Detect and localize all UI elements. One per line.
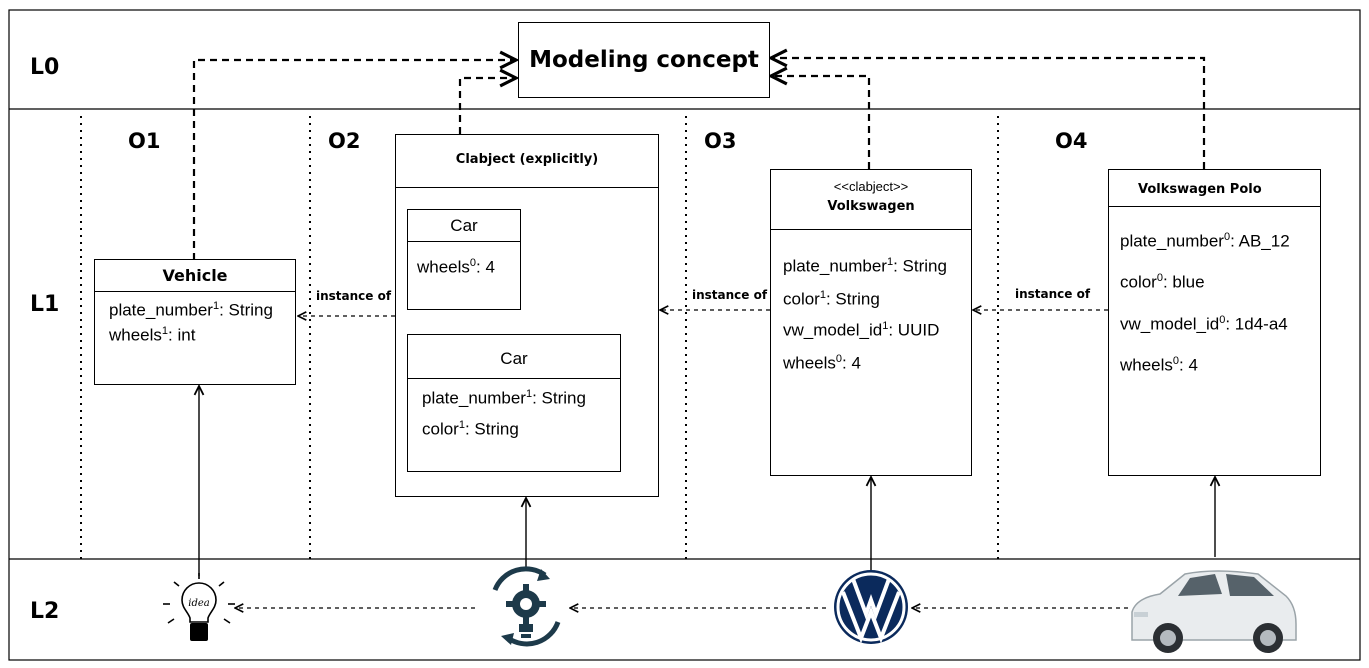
- car-class-box: Car plate_number1: String color1: String: [407, 334, 621, 472]
- volkswagen-attr: plate_number1: String: [783, 256, 947, 276]
- vehicle-title: Vehicle: [95, 260, 295, 292]
- vehicle-attr: wheels1: int: [109, 325, 196, 345]
- volkswagen-polo-box: Volkswagen Polo plate_number0: AB_12 col…: [1108, 169, 1321, 476]
- instance-of-label: instance of: [316, 289, 392, 303]
- column-label-o1: O1: [128, 129, 161, 153]
- polo-attr: color0: blue: [1120, 272, 1205, 292]
- volkswagen-attr: wheels0: 4: [783, 353, 861, 373]
- car-class-attr: color1: String: [422, 419, 519, 439]
- volkswagen-to-concept-link: [771, 76, 871, 169]
- volkswagen-clabject-box: <<clabject>> Volkswagen plate_number1: S…: [770, 169, 972, 476]
- gear-cycle-icon: [492, 566, 561, 647]
- vehicle-to-concept-link: [192, 60, 516, 260]
- vehicle-attr: plate_number1: String: [109, 300, 273, 320]
- instance-of-label: instance of: [1015, 287, 1091, 301]
- clabject-explicit-title: Clabject (explicitly): [396, 135, 658, 188]
- volkswagen-header: <<clabject>> Volkswagen: [771, 170, 971, 230]
- car-photo-icon: [1131, 570, 1297, 653]
- polo-to-concept-link: [771, 58, 1206, 169]
- bulb-text: idea: [188, 598, 210, 609]
- column-label-o2: O2: [328, 129, 361, 153]
- car-class-attr: plate_number1: String: [422, 388, 586, 408]
- car-class-title: Car: [408, 335, 620, 379]
- polo-attr: vw_model_id0: 1d4-a4: [1120, 314, 1288, 334]
- polo-attr: plate_number0: AB_12: [1120, 231, 1290, 251]
- volkswagen-stereotype: <<clabject>>: [833, 179, 909, 194]
- clabject-to-concept-link: [458, 78, 516, 134]
- volkswagen-logo-icon: [834, 570, 908, 644]
- layer-frame: [8, 9, 1361, 661]
- modeling-concept-label: Modeling concept: [529, 47, 759, 73]
- car-object-box: Car wheels0: 4: [407, 209, 521, 310]
- instance-of-label: instance of: [692, 288, 768, 302]
- volkswagen-title: Volkswagen: [827, 199, 915, 214]
- volkswagen-attr: vw_model_id1: UUID: [783, 320, 940, 340]
- polo-attr: wheels0: 4: [1120, 355, 1198, 375]
- layer-label-l0: L0: [30, 55, 60, 80]
- modeling-concept-box: Modeling concept: [518, 22, 770, 98]
- vehicle-class-box: Vehicle plate_number1: String wheels1: i…: [94, 259, 296, 385]
- column-label-o3: O3: [704, 129, 737, 153]
- idea-bulb-icon: idea: [163, 573, 235, 641]
- layer-label-l1: L1: [30, 292, 60, 317]
- layer-label-l2: L2: [30, 599, 60, 624]
- column-label-o4: O4: [1055, 129, 1088, 153]
- car-object-title: Car: [408, 210, 520, 242]
- polo-title: Volkswagen Polo: [1109, 170, 1320, 207]
- car-object-attr: wheels0: 4: [417, 257, 495, 277]
- volkswagen-attr: color1: String: [783, 289, 880, 309]
